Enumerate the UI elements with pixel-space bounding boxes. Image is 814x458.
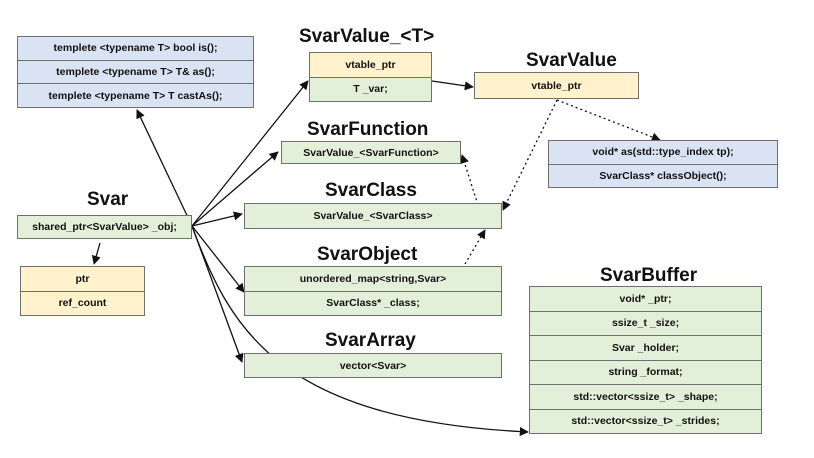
svarbuffer-box: void* _ptr; ssize_t _size; Svar _holder;… — [529, 286, 762, 434]
dotted-svarvalue-to-svarclass — [502, 99, 558, 211]
svarbuffer-format: string _format; — [530, 359, 761, 384]
arrow-svar-to-svarvalue-t — [191, 80, 309, 227]
title-svarclass: SvarClass — [325, 180, 417, 201]
svararray-box: vector<Svar> — [244, 353, 502, 378]
title-svarobject: SvarObject — [317, 244, 418, 265]
arrow-svar-to-svarclass — [191, 211, 243, 227]
svarvalue-methods-box: void* as(std::type_index tp); SvarClass*… — [548, 140, 778, 188]
template-is: templete <typename T> bool is(); — [18, 37, 253, 60]
svarvalue-t-box: vtable_ptr T _var; — [309, 52, 432, 102]
dotted-svarobject-to-svarclass — [464, 229, 486, 265]
svarbuffer-shape: std::vector<ssize_t> _shape; — [530, 384, 761, 409]
svar-obj-field: shared_ptr<SvarValue> _obj; — [18, 216, 191, 238]
ptr-box: ptr ref_count — [20, 266, 145, 316]
svarfunction-field: SvarValue_<SvarFunction> — [282, 142, 460, 163]
template-as: templete <typename T> T& as(); — [18, 59, 253, 84]
title-svarvalue: SvarValue — [526, 50, 617, 71]
arrow-svarvalue-t-to-svarvalue — [431, 80, 474, 91]
title-svar: Svar — [87, 189, 129, 210]
svarbuffer-holder: Svar _holder; — [530, 335, 761, 360]
arrow-svar-to-templates — [136, 109, 193, 227]
svarbuffer-size: ssize_t _size; — [530, 310, 761, 335]
svarobject-class: SvarClass* _class; — [245, 290, 501, 315]
svarfunction-box: SvarValue_<SvarFunction> — [281, 141, 461, 164]
ptr-field: ptr — [21, 267, 144, 291]
title-svarbuffer: SvarBuffer — [600, 265, 698, 286]
svarclass-field: SvarValue_<SvarClass> — [245, 204, 501, 228]
title-svararray: SvarArray — [325, 330, 416, 351]
svararray-field: vector<Svar> — [245, 354, 501, 377]
title-svarvalue-t: SvarValue_<T> — [299, 26, 435, 47]
svarbuffer-strides: std::vector<ssize_t> _strides; — [530, 408, 761, 433]
svarobject-box: unordered_map<string,Svar> SvarClass* _c… — [244, 266, 502, 316]
ref-count-field: ref_count — [21, 290, 144, 315]
svarobject-map: unordered_map<string,Svar> — [245, 267, 501, 291]
svar-box: shared_ptr<SvarValue> _obj; — [17, 215, 192, 239]
arrow-svar-to-svarobject — [191, 225, 245, 293]
svarclass-box: SvarValue_<SvarClass> — [244, 203, 502, 229]
arrow-svar-to-svarfunction — [191, 151, 279, 227]
dotted-svarvalue-to-methods — [556, 99, 661, 142]
svarvalue-vtable: vtable_ptr — [475, 73, 638, 98]
method-classobject: SvarClass* classObject(); — [549, 163, 777, 187]
svarbuffer-ptr: void* _ptr; — [530, 287, 761, 311]
templates-box: templete <typename T> bool is(); templet… — [17, 36, 254, 108]
template-castas: templete <typename T> T castAs(); — [18, 83, 253, 108]
arrow-svar-to-ptr — [91, 242, 101, 265]
method-as: void* as(std::type_index tp); — [549, 141, 777, 164]
svarvalue-t-var: T _var; — [310, 76, 431, 101]
dotted-svarclass-to-svarfunction — [460, 154, 479, 206]
svarvalue-t-vtable: vtable_ptr — [310, 53, 431, 77]
svarvalue-box: vtable_ptr — [474, 72, 639, 99]
title-svarfunction: SvarFunction — [307, 119, 429, 140]
